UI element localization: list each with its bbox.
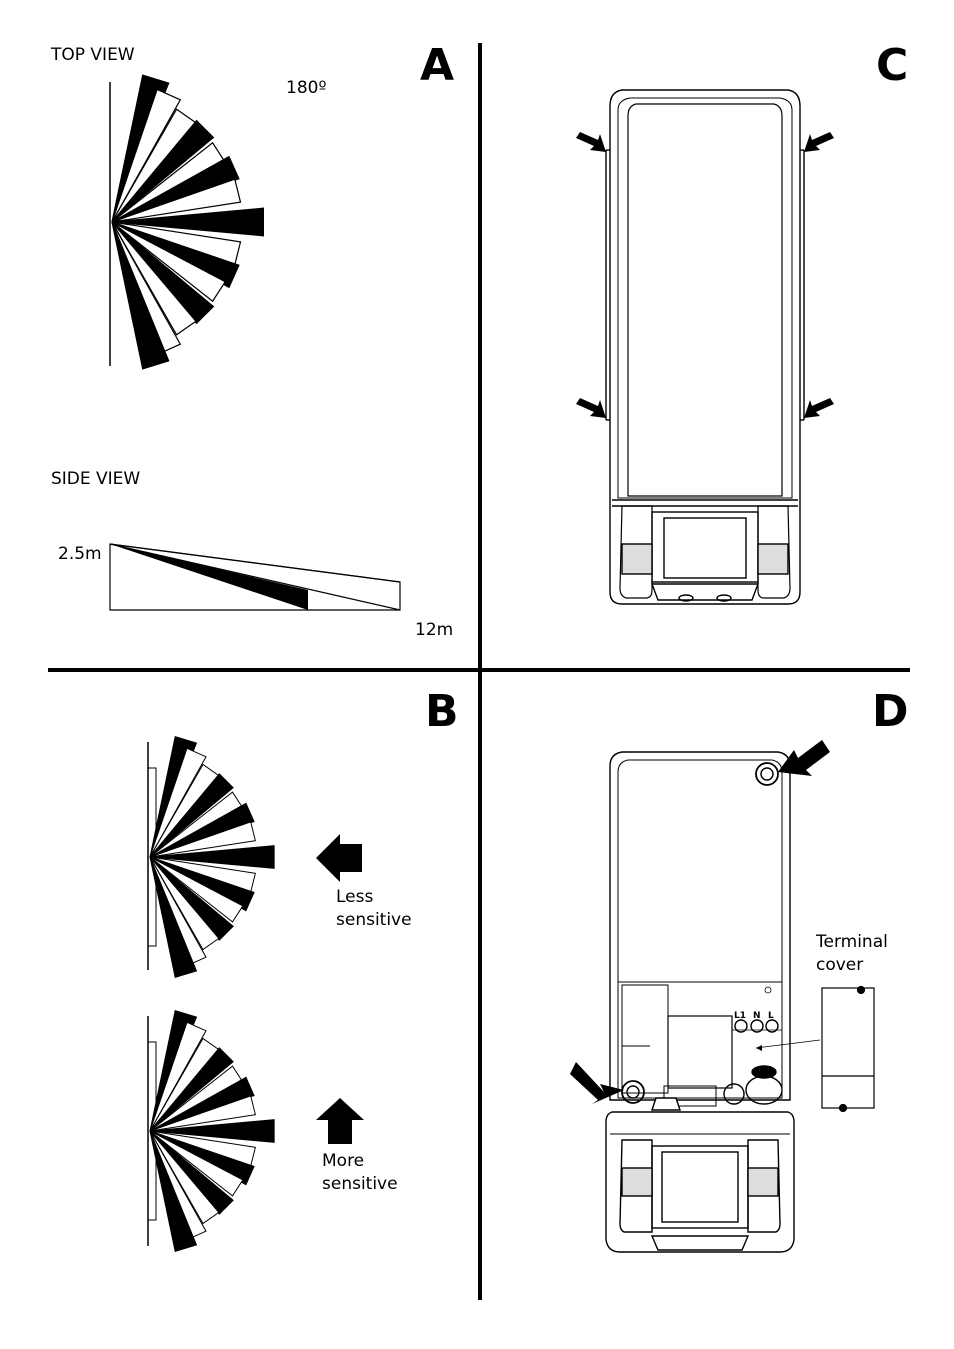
detection-zone-beam (149, 845, 275, 869)
terminal-cover-line1: Terminal (815, 932, 888, 952)
panel-c-letter: C (876, 40, 908, 91)
panel-d-letter: D (872, 686, 909, 737)
top-view-label: TOP VIEW (50, 45, 135, 65)
detection-zone-beam (111, 221, 197, 336)
less-sensitive-fan (149, 735, 275, 979)
detection-zone-beam (149, 1047, 234, 1132)
panel-a-letter: A (420, 40, 454, 91)
terminal-cover (821, 985, 875, 1113)
panel-b-letter: B (425, 686, 459, 737)
panel-c: C (576, 40, 908, 605)
detection-zone-beam (149, 1130, 198, 1253)
terminal-l-label: L (768, 1011, 774, 1021)
clip-arrow-icon-top-left (576, 132, 606, 152)
detection-zone-beam (149, 856, 244, 923)
detection-zone-beam (111, 221, 227, 303)
panel-a: A TOP VIEW 180º SIDE VIEW 2.5m 12m (50, 40, 454, 640)
clip-arrow-icon-top-right (804, 132, 834, 152)
terminal-cover-pointer (755, 1039, 821, 1049)
range-label: 12m (415, 620, 453, 640)
detection-zone-beam (149, 1095, 256, 1132)
sensor-housing-open (605, 751, 795, 1253)
detection-zone-beam (149, 747, 207, 858)
detection-zone-beam (149, 856, 220, 951)
top-view-detection-fan (111, 74, 264, 370)
less-sensitive-arrow-icon (316, 834, 362, 882)
more-sensitive-arrow-icon (316, 1098, 364, 1144)
more-sensitive-line1: More (322, 1151, 364, 1171)
more-sensitive-line2: sensitive (322, 1174, 398, 1194)
panel-d: D (570, 686, 909, 1253)
clip-arrow-icon-bottom-right (804, 398, 834, 418)
detection-zone-beam (149, 1130, 244, 1197)
detection-zone-beam (111, 178, 242, 223)
side-view-diagram (109, 543, 401, 611)
screw-arrow-icon-top (778, 740, 830, 776)
detection-zone-beam (149, 1130, 220, 1225)
terminal-l1-label: L1 (734, 1011, 746, 1021)
less-sensitive-line2: sensitive (336, 910, 412, 930)
detection-zone-beam (111, 207, 264, 237)
detection-zone-beam (111, 119, 215, 223)
detection-zone-beam (149, 773, 234, 858)
less-sensitive-line1: Less (336, 887, 373, 907)
angle-label: 180º (286, 78, 326, 98)
detection-zone-beam (149, 1021, 207, 1132)
detection-zone-beam (149, 821, 256, 858)
terminal-n-label: N (753, 1011, 761, 1021)
more-sensitive-fan (149, 1009, 275, 1253)
panel-b: B Less sensitive More sensitive (147, 686, 459, 1253)
side-view-label: SIDE VIEW (51, 469, 140, 489)
clip-arrow-icon-bottom-left (576, 398, 606, 418)
terminal-cover-line2: cover (816, 955, 863, 975)
sensor-housing-front (605, 89, 805, 605)
detection-zone-beam (111, 88, 182, 223)
detection-zone-beam (149, 1119, 275, 1143)
screw-arrow-icon-bottom (570, 1062, 624, 1104)
height-label: 2.5m (58, 544, 102, 564)
detection-zone-beam (149, 856, 198, 979)
detection-zone-beam (111, 221, 170, 370)
